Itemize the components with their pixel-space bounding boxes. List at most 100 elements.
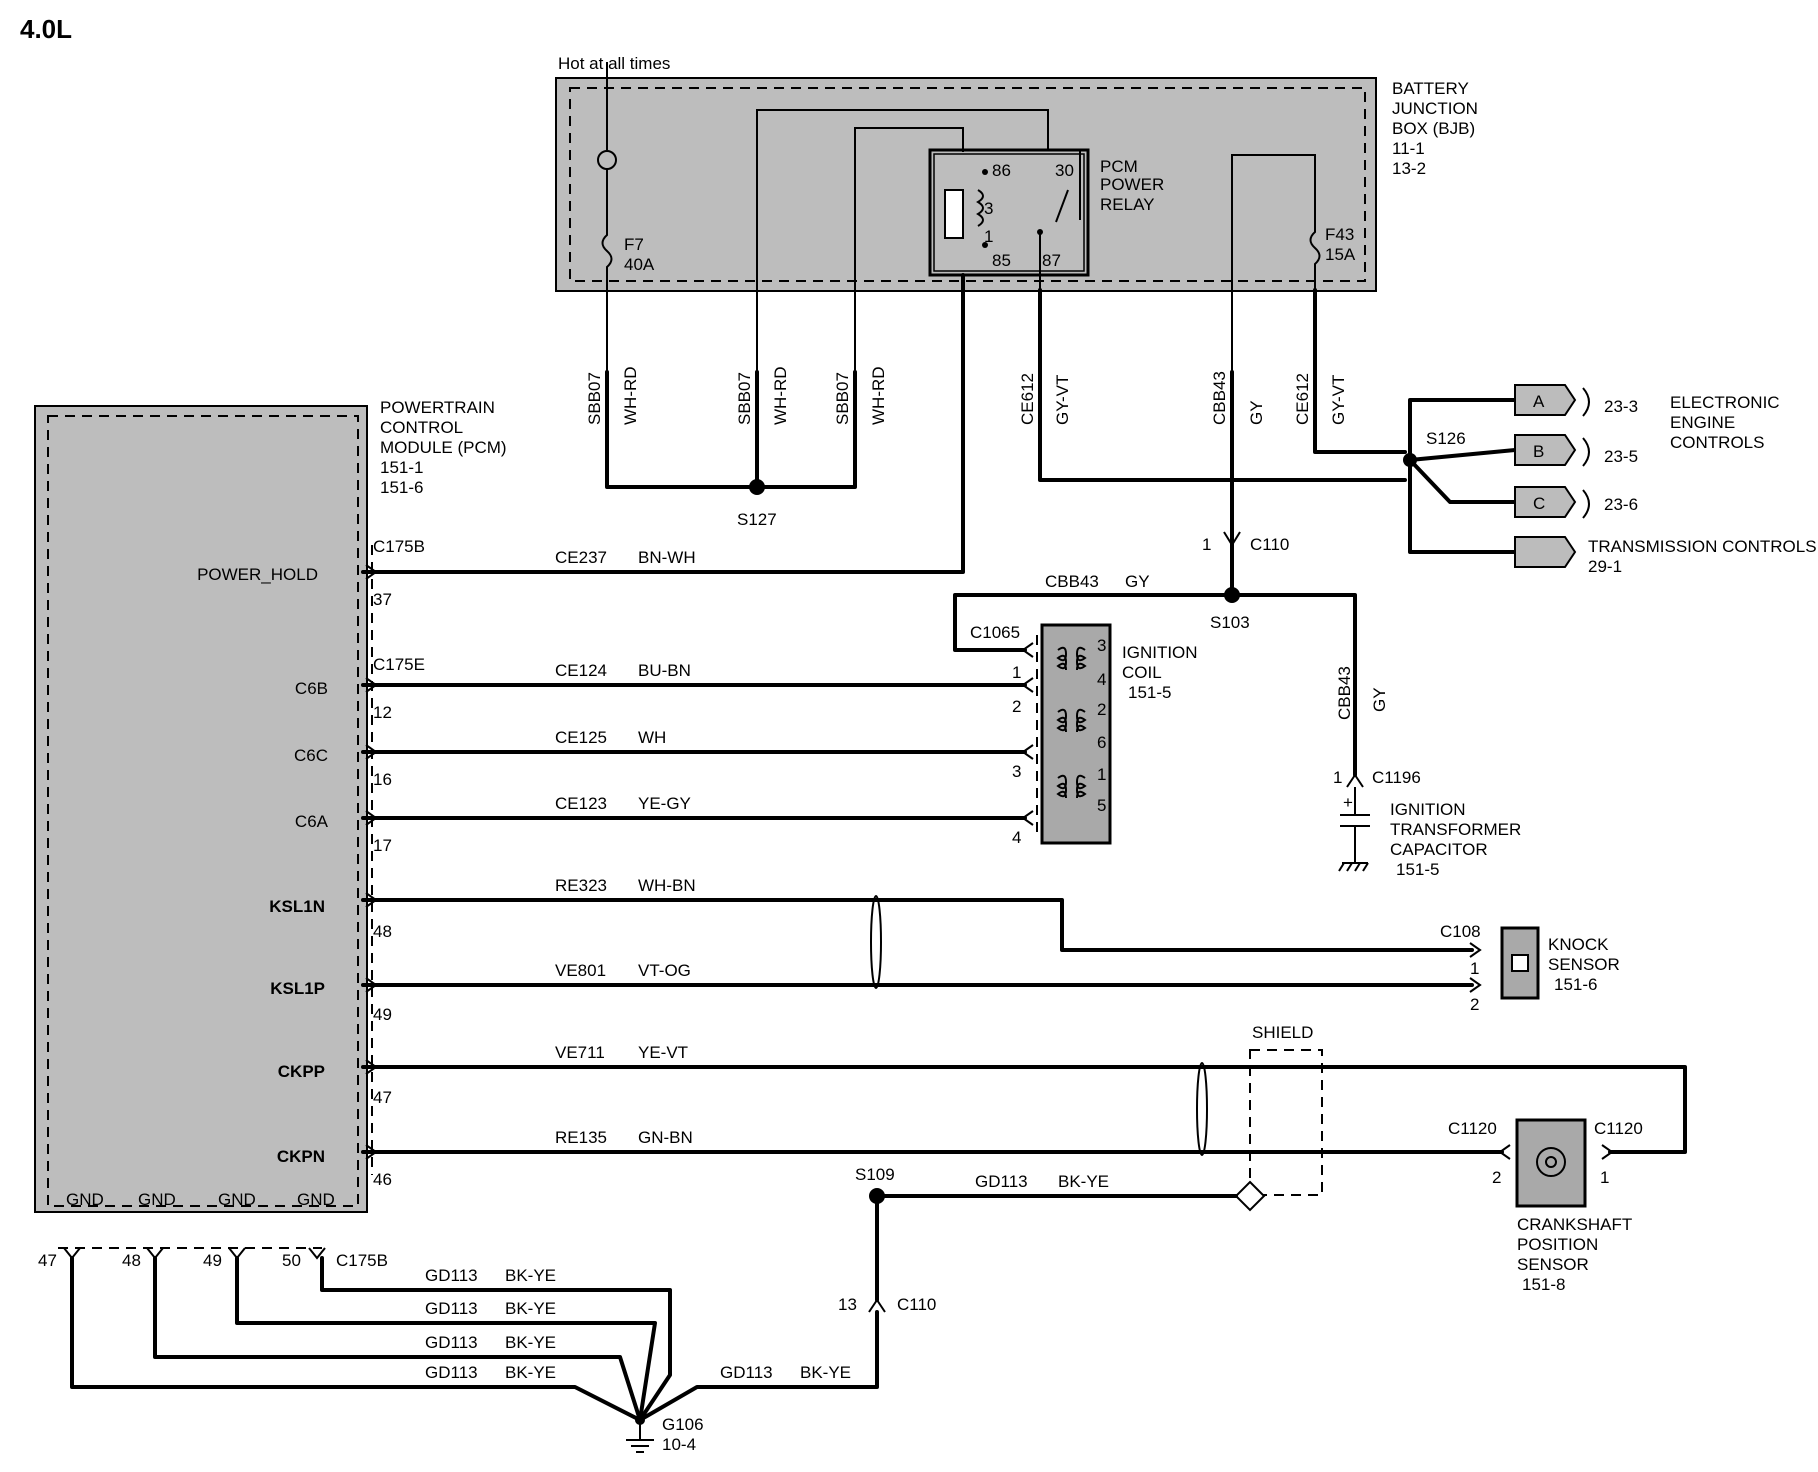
knock-sensor: C108 1 2 KNOCK SENSOR 151-6 [1440,922,1620,1014]
relay-resistor-icon [944,189,964,239]
ignition-coil: C1065 3 4 2 6 1 5 1 2 3 4 IGNITION COIL … [970,623,1198,847]
knock-sensor-element-icon [1511,954,1529,972]
bjb-name-line-3: BOX (BJB) [1392,119,1475,138]
glabel-2-circuit: GD113 [425,1299,478,1318]
fuse-f7-label: F7 [624,235,644,254]
ignition-coil-name-line-1: IGNITION [1122,643,1198,662]
relay-name-line-3: RELAY [1100,195,1155,214]
coil-internal-pin-6: 6 [1097,733,1106,752]
pcm-signal-ksl1p: KSL1P [270,979,325,998]
pcm-pin-47: 47 [373,1088,392,1107]
connector-c175b-bottom-label: C175B [336,1251,388,1270]
bjb-ref-1: 11-1 [1392,139,1425,158]
vlabel-circuit-2: SBB07 [735,372,754,425]
pcm-pin-12: 12 [373,703,392,722]
pcm-name-line-1: POWERTRAIN [380,398,495,417]
connector-c110-bottom-label: C110 [897,1295,936,1314]
diagram-title: 4.0L [20,14,72,44]
pcm-ref-1: 151-1 [380,458,423,477]
glabel-5-color: BK-YE [800,1363,851,1382]
ground-symbol-icon [626,1439,654,1453]
pcm-signal-c6c: C6C [294,746,328,765]
pcm-signal-c6a: C6A [295,812,329,831]
pcm-signal-ckpp: CKPP [278,1062,325,1081]
knock-sensor-ref: 151-6 [1554,975,1597,994]
crank-sensor-body [1515,1118,1587,1208]
connector-c110-top-label: C110 [1250,535,1289,554]
connector-c110-top-pin: 1 [1202,535,1211,554]
connector-c1120-right-label: C1120 [1594,1119,1643,1138]
vertical-circuit-labels: SBB07 WH-RD SBB07 WH-RD SBB07 WH-RD CE61… [585,366,1389,720]
hlabel-re135-circuit: RE135 [555,1128,607,1147]
relay-pin-87: 87 [1042,251,1061,270]
hlabel-ce123-circuit: CE123 [555,794,607,813]
coil-pin-1: 1 [1012,663,1021,682]
fuse-f43-symbol [1231,154,1321,372]
coil-internal-pin-1: 1 [1097,765,1106,784]
connector-c108-label: C108 [1440,922,1481,941]
hlabel-ce124-color: BU-BN [638,661,691,680]
shield-drain-icon [1234,1180,1266,1212]
ignition-coil-name-line-2: COIL [1122,663,1162,682]
bjb-inner-outline [569,87,1366,282]
pcm-pin-17: 17 [373,836,392,855]
cbb43-feed: 1 C110 S103 CBB43 GY [953,531,1357,777]
hlabel-ve711-color: YE-VT [638,1043,688,1062]
pcm-gnd-pin-50: 50 [282,1251,301,1270]
pcm-body [34,405,368,1213]
knock-sensor-pin-2: 2 [1470,995,1479,1014]
relay-pin-86: 86 [992,161,1011,180]
pcm-signal-ckpn: CKPN [277,1147,325,1166]
capacitor-ref: 151-5 [1396,860,1439,879]
hlabel-ce125-color: WH [638,728,666,747]
eec-ref-c: 23-6 [1604,495,1638,514]
pcm-pin-49: 49 [373,1005,392,1024]
eec-name-line-3: CONTROLS [1670,433,1764,452]
capacitor-ground-icon [1338,862,1369,872]
crank-sensor-pin-2: 2 [1492,1168,1501,1187]
connector-c1065-label: C1065 [970,623,1020,642]
hlabel-ce123-color: YE-GY [638,794,691,813]
coil-internal-pin-3: 3 [1097,636,1106,655]
eec-tag-a [1514,384,1577,416]
glabel-1-circuit: GD113 [425,1266,478,1285]
twisted-pair-knock-icon [870,895,882,989]
eec-name-line-2: ENGINE [1670,413,1735,432]
pcm-gnd-label-1: GND [66,1190,104,1209]
transmission-ref: 29-1 [1588,557,1622,576]
eec-ref-b: 23-5 [1604,447,1638,466]
pcm-ref-2: 151-6 [380,478,423,497]
vlabel-color-2: WH-RD [771,366,790,425]
hlabel-ve801-color: VT-OG [638,961,691,980]
relay-name-line-2: POWER [1100,175,1164,194]
pcm-signal-ksl1n: KSL1N [269,897,325,916]
coil-pin-4: 4 [1012,828,1021,847]
knock-sensor-pin-1: 1 [1470,959,1479,978]
hlabel-ve711-circuit: VE711 [555,1043,605,1062]
hlabel-ve801-circuit: VE801 [555,961,606,980]
glabel-2-color: BK-YE [505,1299,556,1318]
powertrain-control-module: POWERTRAIN CONTROL MODULE (PCM) 151-1 15… [34,398,507,1213]
connector-c1120-left-label: C1120 [1448,1119,1497,1138]
hlabel-ce125-circuit: CE125 [555,728,607,747]
eec-tag-a-label: A [1533,392,1545,411]
vlabel-color-4: GY-VT [1053,375,1072,425]
pcm-inner-outline [47,415,359,1207]
fuse-f43-rating: 15A [1325,245,1356,264]
pcm-gnd-pin-48: 48 [122,1251,141,1270]
glabel-4-circuit: GD113 [425,1363,478,1382]
ignition-transformer-capacitor: 1 C1196 + IGNITION TRANSFORMER CAPACITOR… [1333,768,1521,879]
vlabel-color-3: WH-RD [869,366,888,425]
ground-g106: G106 10-4 [626,1415,704,1454]
bjb-name-line-2: JUNCTION [1392,99,1478,118]
pcm-signal-wires: CE237 BN-WH CE124 BU-BN CE125 WH CE123 Y… [361,548,1687,1154]
vlabel-circuit-4: CE612 [1018,373,1037,425]
eec-ref-a: 23-3 [1604,397,1638,416]
pcm-power-relay: 86 30 85 87 3 1 [928,148,1090,277]
capacitor-name-line-2: TRANSFORMER [1390,820,1521,839]
hlabel-re323-color: WH-BN [638,876,696,895]
ground-g106-ref: 10-4 [662,1435,696,1454]
hlabel-cbb43-color: GY [1125,572,1150,591]
ignition-coil-body [1040,623,1112,845]
vlabel-circuit-1: SBB07 [585,372,604,425]
